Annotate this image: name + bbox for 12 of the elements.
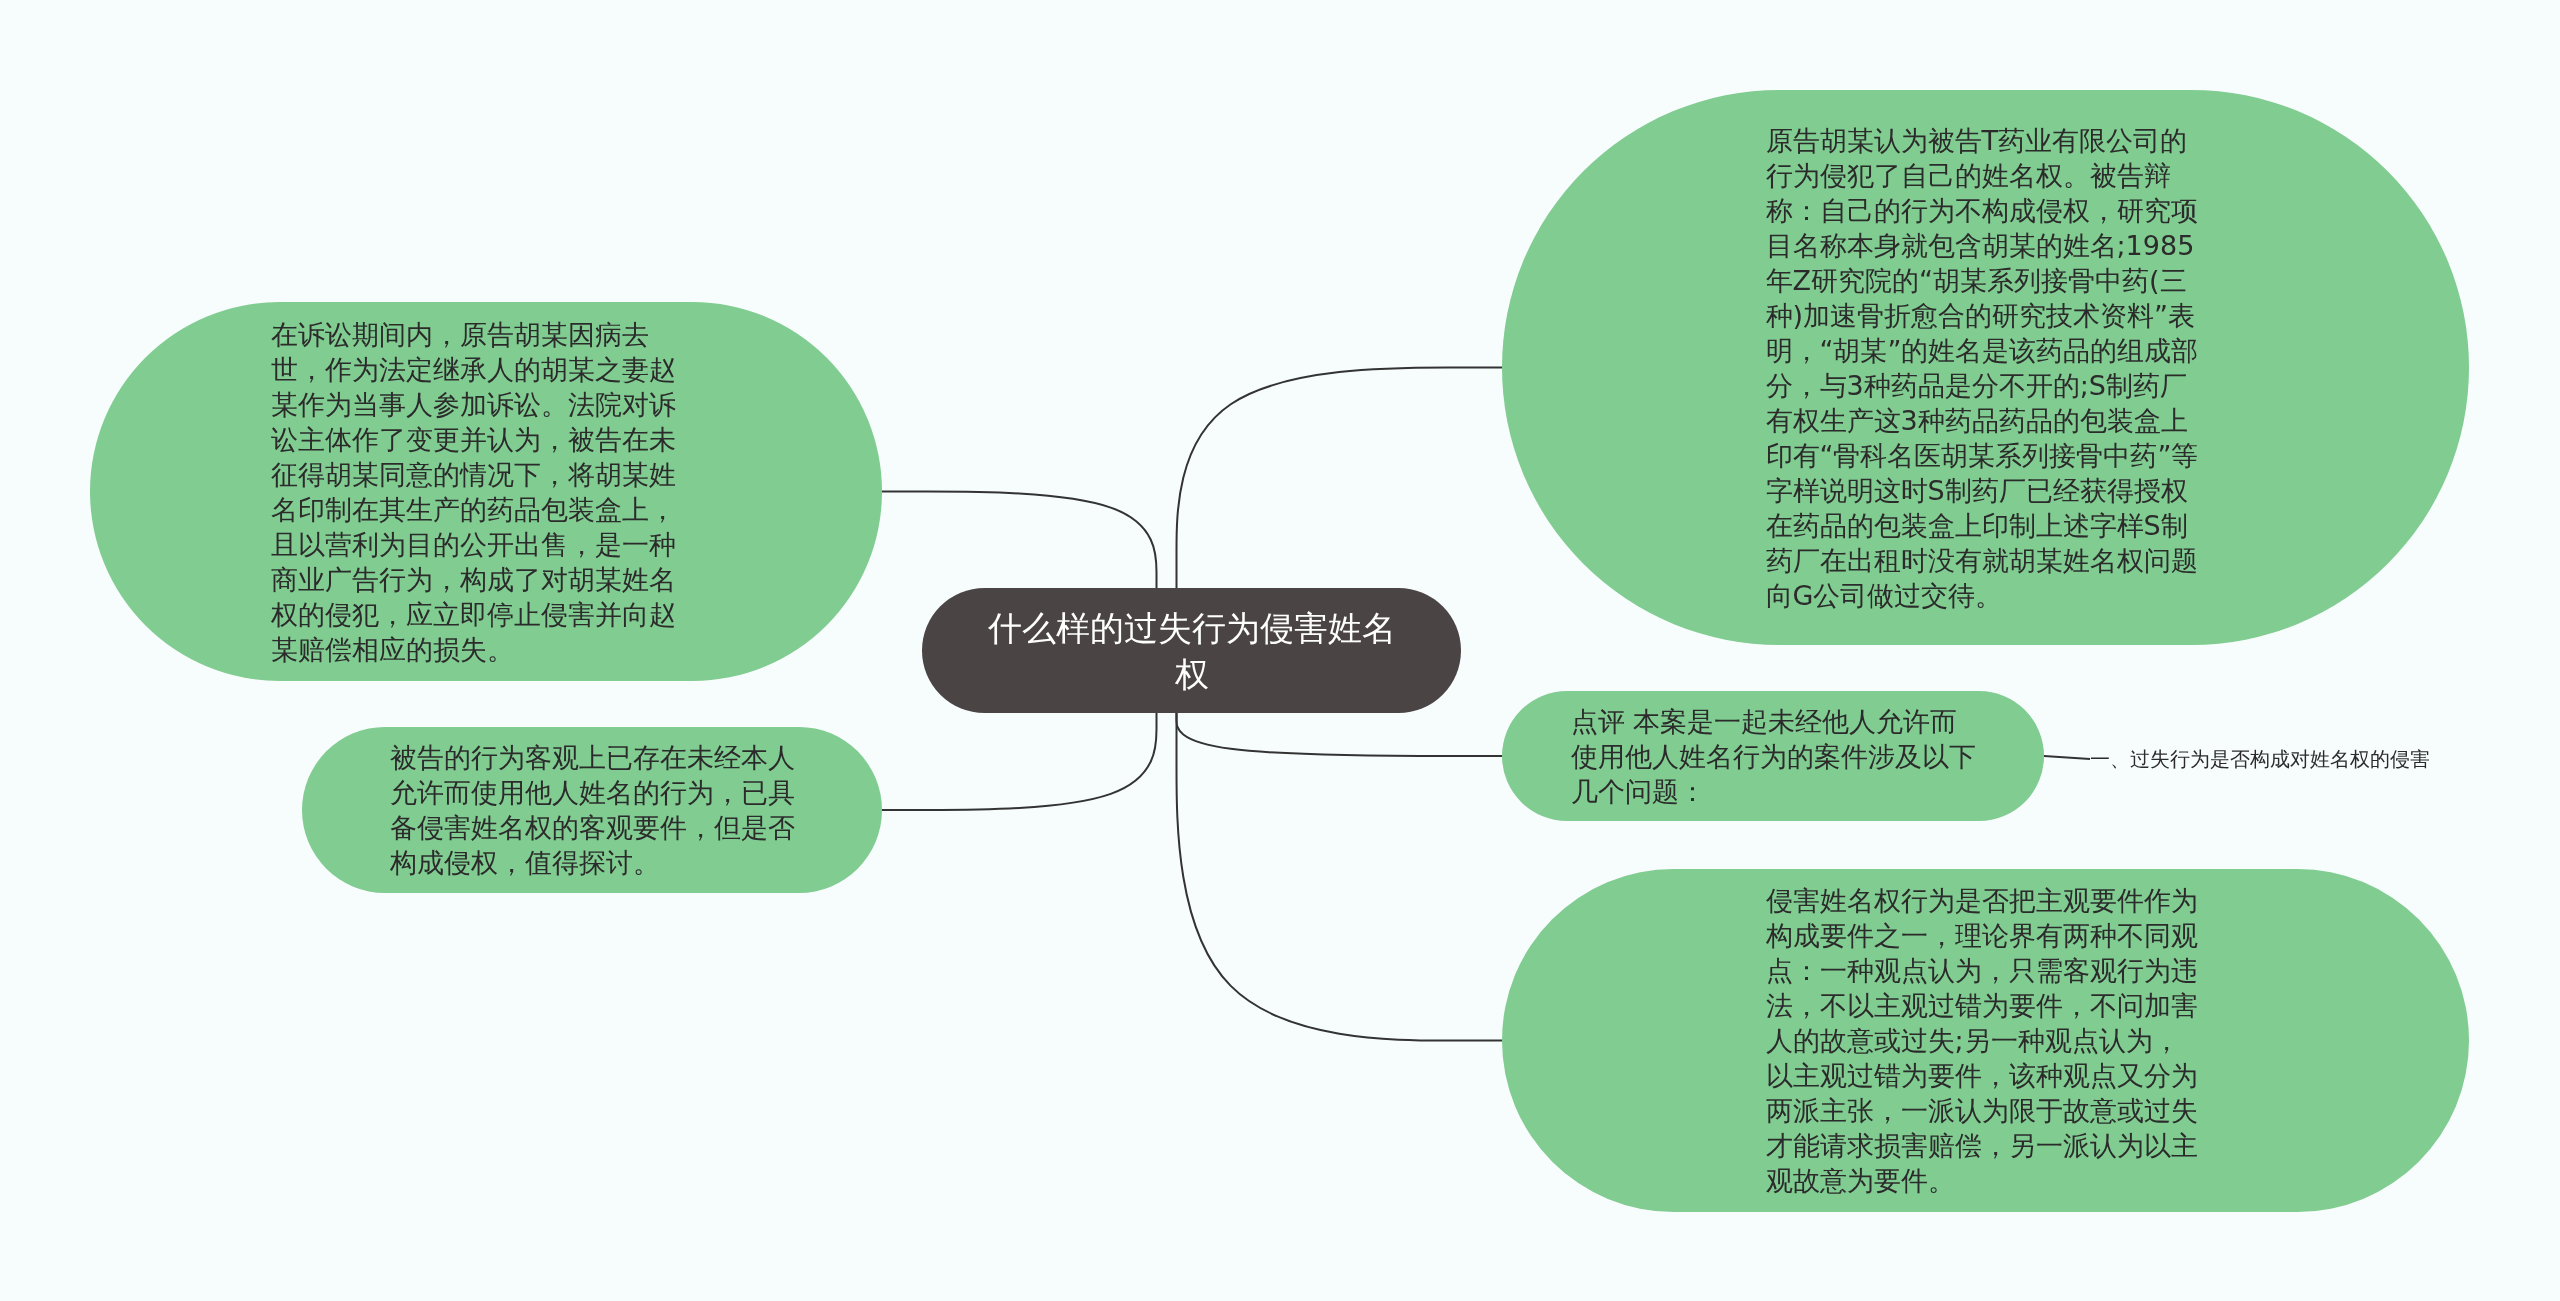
leaf-text: 一、过失行为是否构成对姓名权的侵害 [2090, 746, 2431, 772]
node-text: 原告胡某认为被告T药业有限公司的行为侵犯了自己的姓名权。被告辩称：自己的行为不构成侵权，研究项目名称本身就包含胡某的姓名;1985年Z研究院的“胡某系列接骨中药(三种)加速骨折愈合的研究技术资料”表明，“胡某”的姓名是该药品的组成部分，与3种药品是分不开的;S制药厂有权生产这3种药品药品的包装盒上印有“骨科名医胡某系列接骨中药”等字样说明这时S制药厂已经获得授权在药品的包装盒上印制上述字样S制药厂在出租时没有就胡某姓名权问题向G公司做过交待。 [1765, 123, 2200, 613]
node-text: 被告的行为客观上已存在未经本人允许而使用他人姓名的行为，已具备侵害姓名权的客观要件，但是否构成侵权，值得探讨。 [389, 741, 795, 880]
node-text: 点评 本案是一起未经他人允许而使用他人姓名行为的案件涉及以下几个问题： [1570, 704, 1976, 809]
connector-line [881, 712, 1158, 811]
node-text: 在诉讼期间内，原告胡某因病去世，作为法定继承人的胡某之妻赵某作为当事人参加诉讼。法院对诉讼主体作了变更并认为，被告在未征得胡某同意的情况下，将胡某姓名印制在其生产的药品包装盒上，且以营利为目的公开出售，是一种商业广告行为，构成了对胡某姓名权的侵犯，应立即停止侵害并向赵某赔偿相应的损失。 [271, 317, 677, 667]
connector-line [1175, 366, 1503, 589]
node-text: 侵害姓名权行为是否把主观要件作为构成要件之一，理论界有两种不同观点：一种观点认为，只需客观行为违法，不以主观过错为要件，不问加害人的故意或过失;另一种观点认为，以主观过错为要件，该种观点又分为两派主张，一派认为限于故意或过失才能请求损害赔偿，另一派认为以主观故意为要件。 [1765, 884, 2199, 1198]
connector-line [2043, 755, 2091, 760]
node-text: 什么样的过失行为侵害姓名权 [986, 606, 1397, 696]
connector-line [881, 490, 1158, 589]
connector-line [1175, 712, 1503, 1042]
